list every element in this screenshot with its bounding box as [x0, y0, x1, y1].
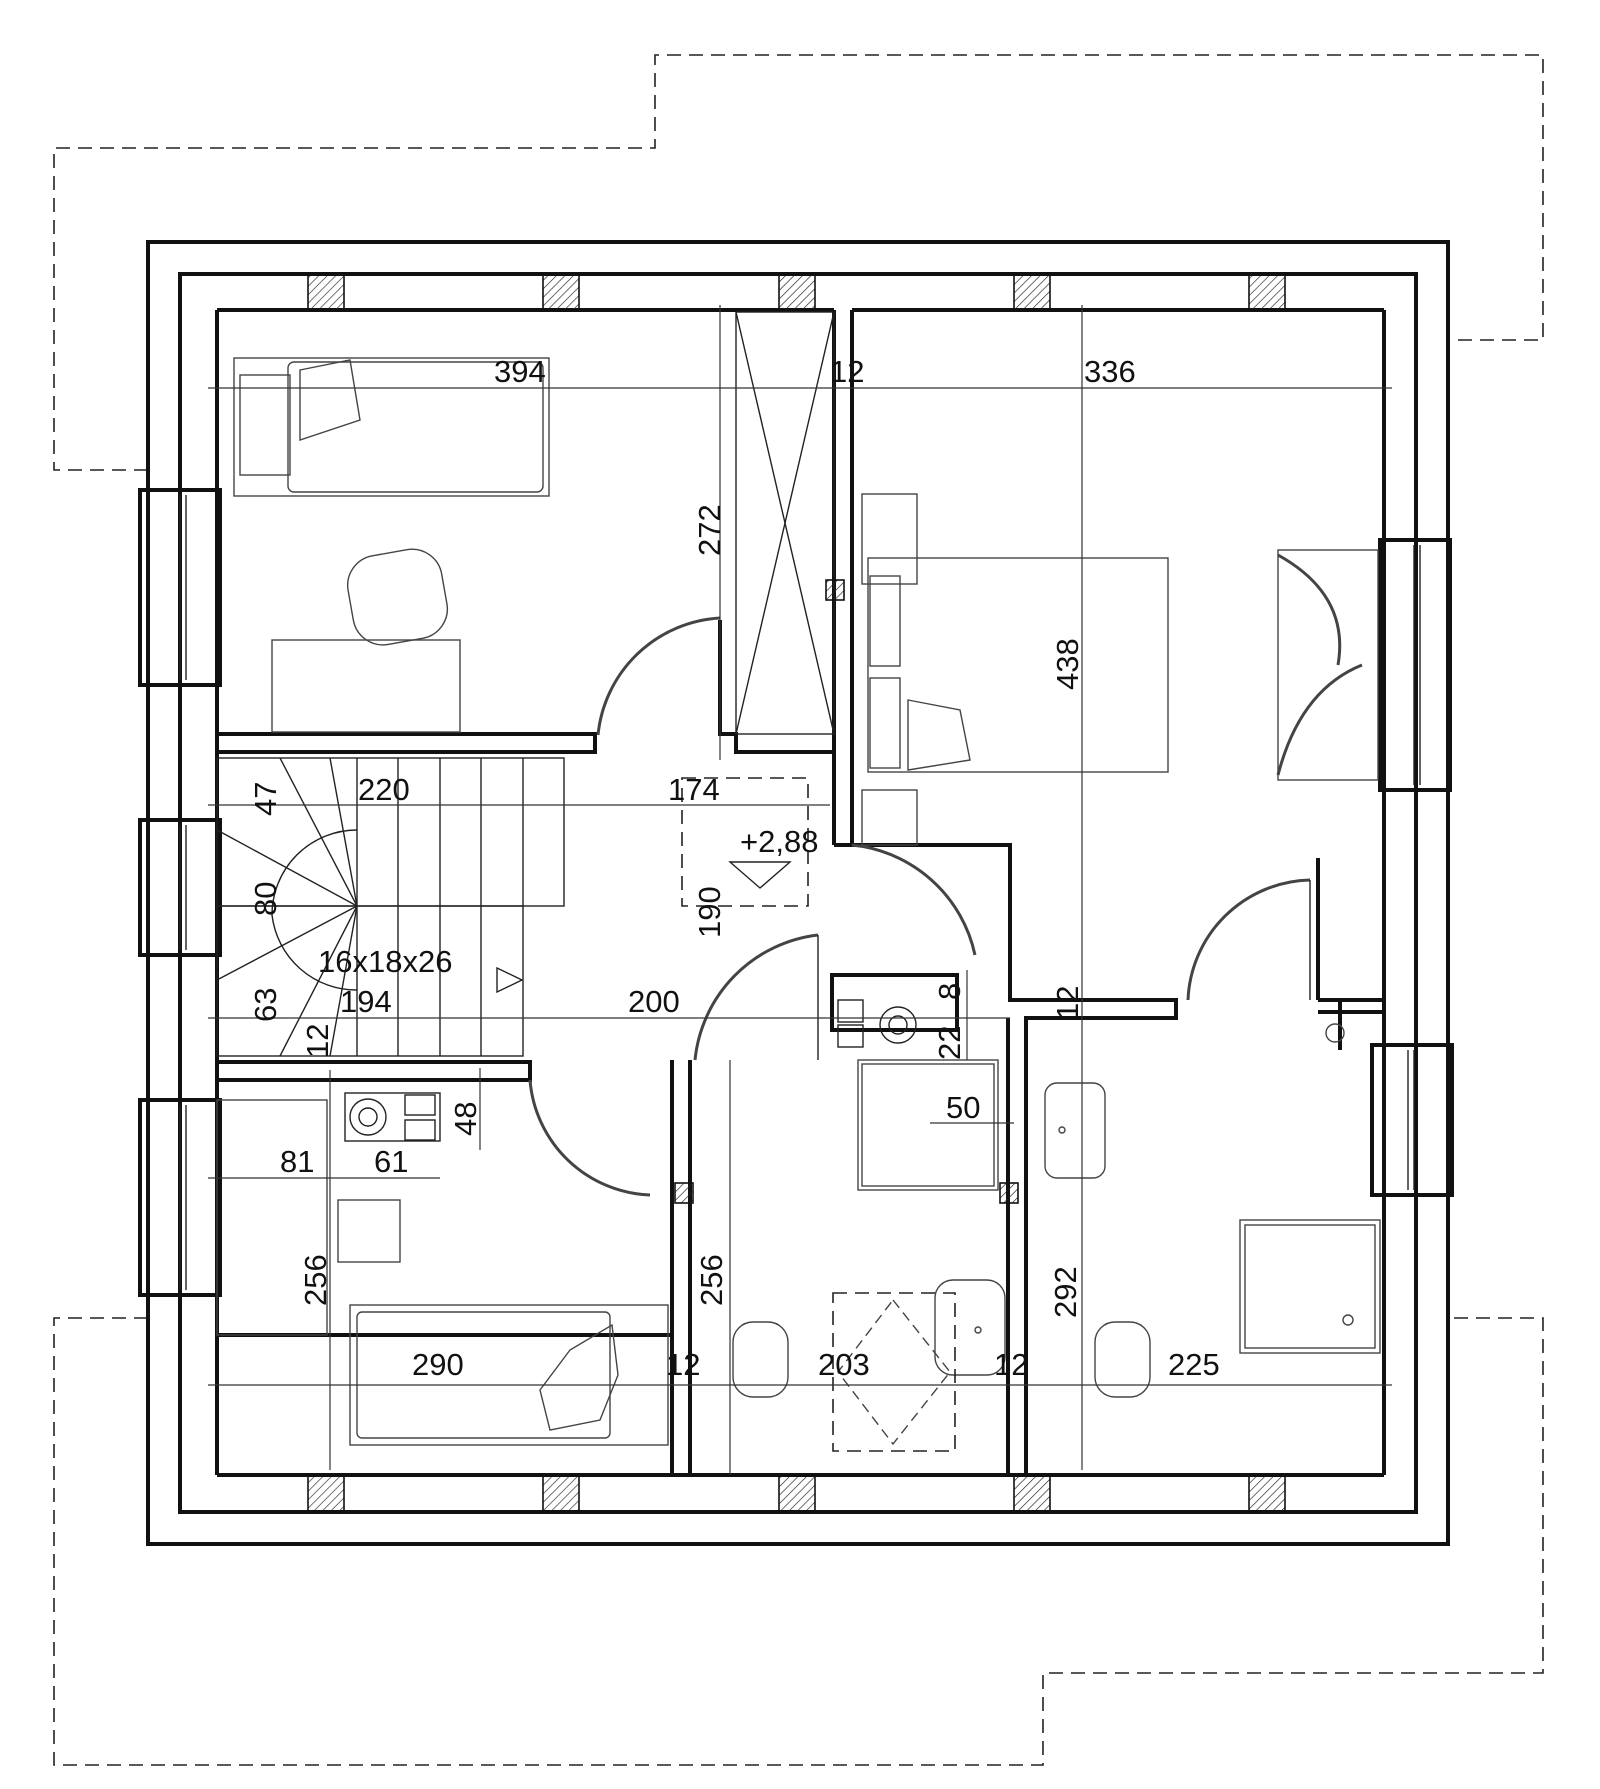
- dim-room-se-depth: 292: [1048, 1266, 1083, 1318]
- dim-hall-length: 200: [628, 984, 680, 1019]
- dim-bath-depth: 256: [694, 1254, 729, 1306]
- dim-room-se-width: 225: [1168, 1347, 1220, 1382]
- dim-stair-width-bottom: 194: [340, 984, 392, 1019]
- dim-shaft-22: 22: [932, 1026, 967, 1060]
- ne-wardrobe-doors: [1276, 549, 1379, 781]
- columns: [307, 274, 1286, 1512]
- room-sw-furniture: [216, 1099, 669, 1446]
- level-marker: [728, 861, 792, 889]
- wardrobe: [735, 311, 845, 735]
- dim-wall-12-left: 12: [300, 1024, 335, 1058]
- room-nw-furniture: [233, 357, 550, 733]
- dim-shaft-8: 8: [932, 983, 967, 1000]
- dim-room-ne-width: 336: [1084, 354, 1136, 389]
- dim-wall-nw-ne: 12: [830, 354, 864, 389]
- chimney-flues: [344, 973, 1019, 1204]
- level-mark: +2,88: [740, 824, 818, 859]
- dim-flue-48: 48: [448, 1102, 483, 1136]
- dim-room-sw-width: 290: [412, 1347, 464, 1382]
- dim-shower-50: 50: [946, 1090, 980, 1125]
- interior-walls: [217, 310, 1384, 1475]
- dim-stair-width-top: 220: [358, 772, 410, 807]
- dim-room-sw-depth: 256: [298, 1254, 333, 1306]
- doors: [528, 616, 1311, 1197]
- roof-outline-north: [53, 54, 1544, 471]
- room-ne-furniture: [861, 493, 1169, 846]
- dim-wardrobe-depth: 272: [692, 504, 727, 556]
- stairs: [216, 757, 565, 1057]
- dim-room-sw-61: 61: [374, 1144, 408, 1179]
- dim-hall-depth: 190: [692, 886, 727, 938]
- dim-room-nw-width: 394: [494, 354, 546, 389]
- hall-attic-hatch: [681, 777, 809, 907]
- dim-wall-12-bath: 12: [994, 1347, 1028, 1382]
- dimension-lines: [208, 305, 1392, 1475]
- windows: [138, 488, 1454, 1297]
- dimension-labels: 394 12 336 272 438 220 47 80 63 174 190 …: [248, 354, 1220, 1382]
- dim-room-sw-81: 81: [280, 1144, 314, 1179]
- dim-stair-offset-80: 80: [248, 882, 283, 916]
- stair-spec: 16x18x26: [318, 944, 452, 979]
- roof-outline-south: [53, 1317, 1544, 1766]
- bathroom-fixtures: [732, 1023, 1381, 1452]
- dim-stair-offset-63: 63: [248, 988, 283, 1022]
- dim-stair-offset-47: 47: [248, 782, 283, 816]
- dim-bath-width: 203: [818, 1347, 870, 1382]
- dim-bed-ne-length: 438: [1050, 638, 1085, 690]
- dim-wall-12-sw: 12: [666, 1347, 700, 1382]
- dim-wall-12-mid: 12: [1050, 986, 1085, 1020]
- exterior-walls: [146, 240, 1450, 1546]
- dim-hall-width: 174: [668, 772, 720, 807]
